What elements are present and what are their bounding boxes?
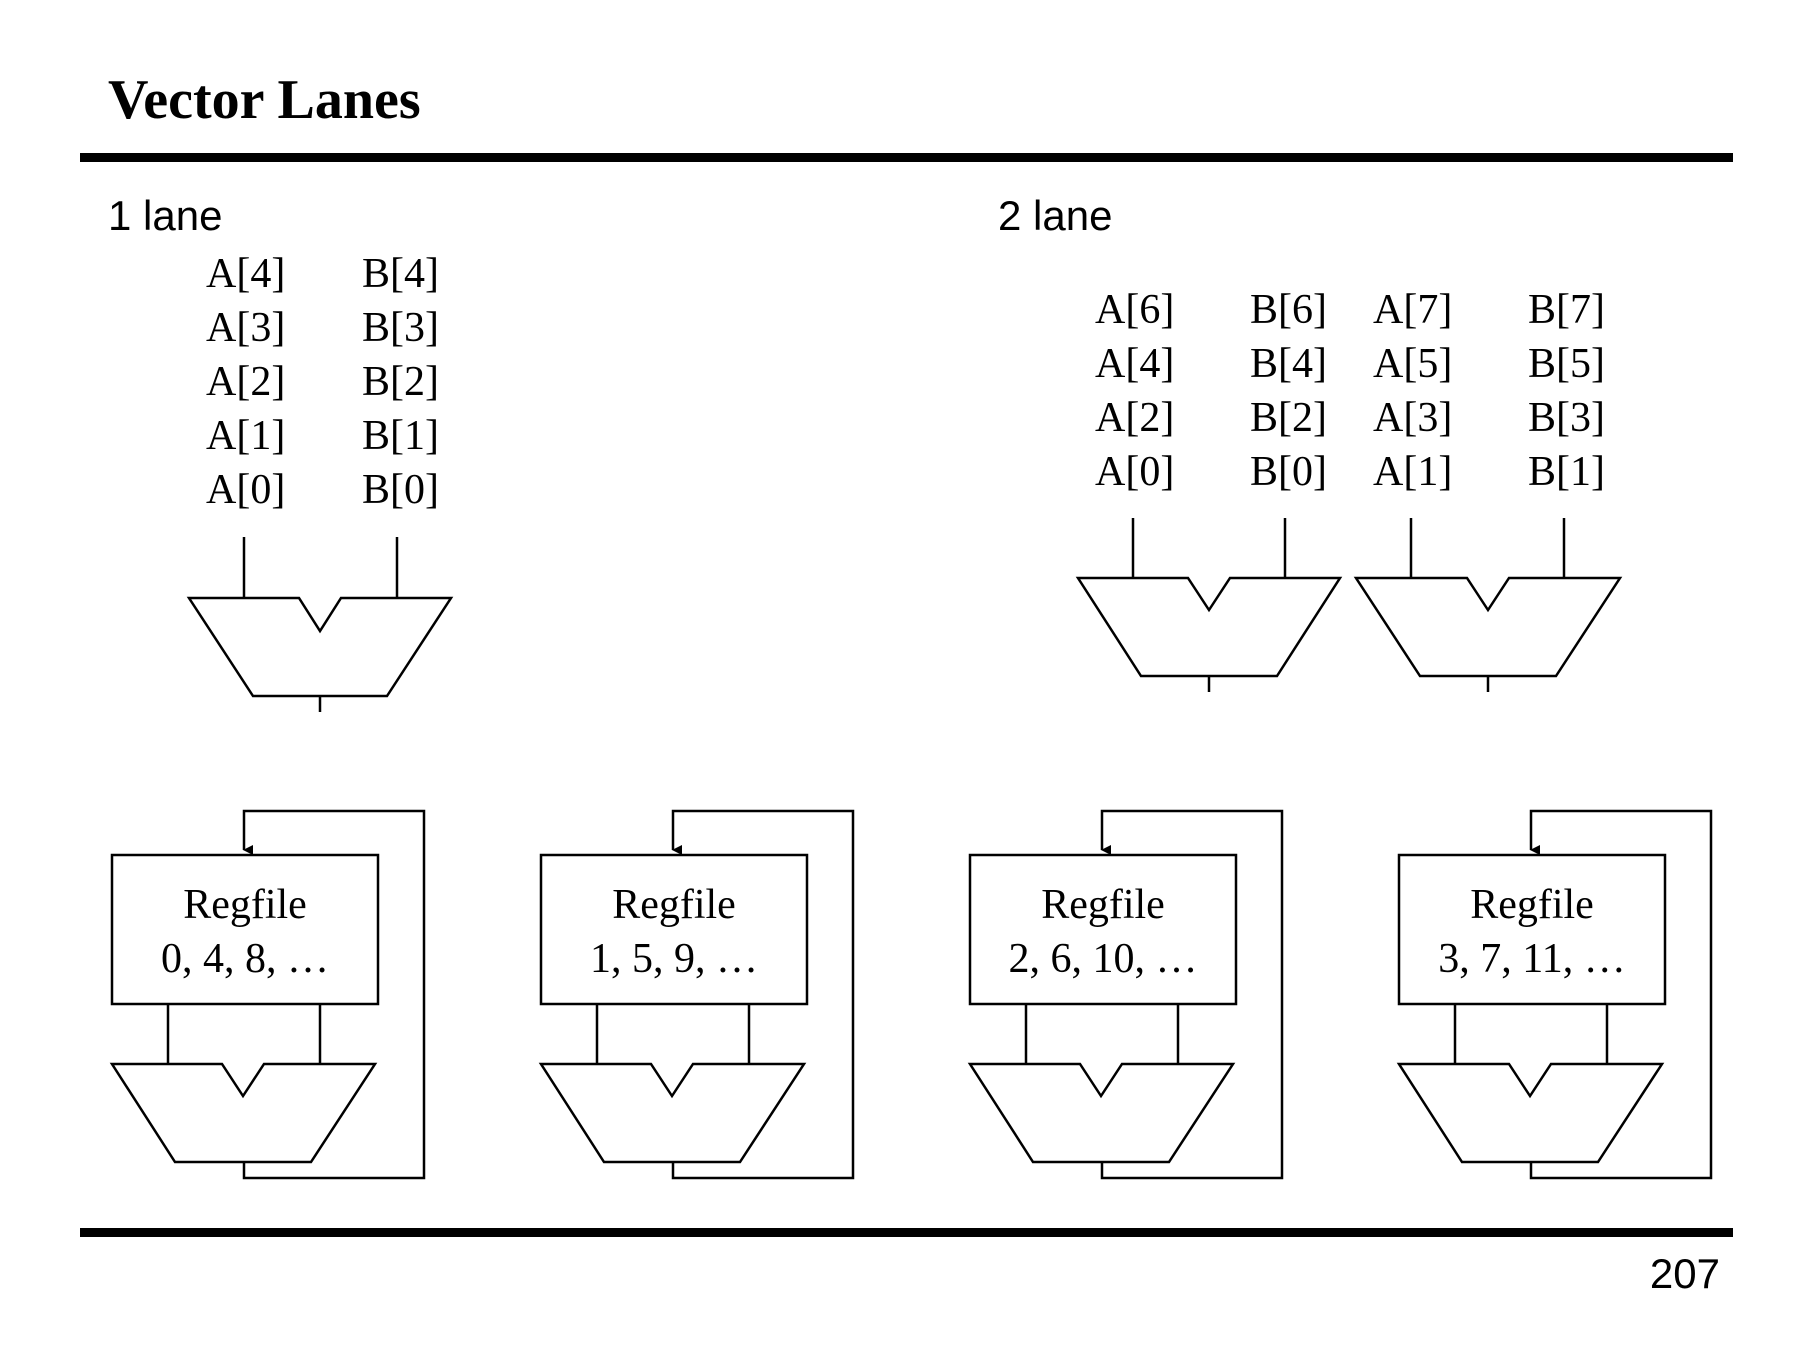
two-lane-lane0-b-0: B[6] (1250, 287, 1327, 333)
slide-title: Vector Lanes (108, 69, 421, 131)
regfile-0-box (110, 853, 380, 1006)
regfile-2-writeback-wire (1100, 809, 1284, 1180)
one-lane-a-0: A[4] (206, 251, 285, 297)
two-lane-lane0-a-2: A[2] (1095, 395, 1174, 441)
two-lane-lane0-b-1: B[4] (1250, 341, 1327, 387)
one-lane-a-2: A[2] (206, 359, 285, 405)
regfile-1-box (539, 853, 809, 1006)
one-lane-label: 1 lane (108, 192, 222, 239)
one-lane-b-3: B[1] (362, 413, 439, 459)
regfile-0-alu (109, 1062, 378, 1164)
one-lane-b-4: B[0] (362, 467, 439, 513)
two-lane-lane1-a-3: A[1] (1373, 449, 1452, 495)
top-rule (80, 153, 1733, 162)
regfile-0-title: Regfile (183, 882, 307, 928)
regfile-0-elements: 0, 4, 8, … (161, 936, 329, 982)
regfile-0-writeback-wire (242, 809, 426, 1180)
one-lane-b-column: B[4] B[3] B[2] B[1] B[0] (362, 251, 439, 513)
two-lane-lane0-b-2: B[2] (1250, 395, 1327, 441)
regfile-1-alu (538, 1062, 807, 1164)
page-number: 207 (1650, 1250, 1720, 1297)
regfile-lane-1: Regfile 1, 5, 9, … (538, 809, 855, 1180)
two-lane-lane0-b-column: B[6] B[4] B[2] B[0] (1250, 287, 1327, 495)
two-lane-lane1-b-1: B[5] (1528, 341, 1605, 387)
regfile-2-elements: 2, 6, 10, … (1009, 936, 1198, 982)
two-lane-label: 2 lane (998, 192, 1112, 239)
regfile-3-writeback-wire (1529, 809, 1713, 1180)
regfile-1-writeback-wire (671, 809, 855, 1180)
two-lane-lane0-alu (1075, 576, 1343, 678)
one-lane-b-0: B[4] (362, 251, 439, 297)
regfile-2-title: Regfile (1041, 882, 1165, 928)
bottom-rule (80, 1228, 1733, 1237)
two-lane-lane1-a-column: A[7] A[5] A[3] A[1] (1373, 287, 1452, 495)
two-lane-lane0-a-3: A[0] (1095, 449, 1174, 495)
regfile-3-title: Regfile (1470, 882, 1594, 928)
two-lane-lane1-b-0: B[7] (1528, 287, 1605, 333)
regfile-3-elements: 3, 7, 11, … (1438, 936, 1625, 982)
one-lane-a-4: A[0] (206, 467, 285, 513)
regfile-2-box (968, 853, 1238, 1006)
one-lane-alu (186, 596, 454, 698)
two-lane-lane0-a-column: A[6] A[4] A[2] A[0] (1095, 287, 1174, 495)
two-lane-lane1-alu (1353, 576, 1623, 678)
two-lane-lane1-b-column: B[7] B[5] B[3] B[1] (1528, 287, 1605, 495)
regfile-3-box (1397, 853, 1667, 1006)
regfile-lane-3: Regfile 3, 7, 11, … (1396, 809, 1713, 1180)
two-lane-lane1-b-2: B[3] (1528, 395, 1605, 441)
one-lane-b-2: B[2] (362, 359, 439, 405)
regfile-1-title: Regfile (612, 882, 736, 928)
two-lane-lane0-a-0: A[6] (1095, 287, 1174, 333)
two-lane-lane0-b-3: B[0] (1250, 449, 1327, 495)
two-lane-lane1-a-1: A[5] (1373, 341, 1452, 387)
regfile-lane-2: Regfile 2, 6, 10, … (967, 809, 1284, 1180)
two-lane-lane1-b-3: B[1] (1528, 449, 1605, 495)
regfile-lane-0: Regfile 0, 4, 8, … (109, 809, 426, 1180)
two-lane-lane1-a-0: A[7] (1373, 287, 1452, 333)
one-lane-a-3: A[1] (206, 413, 285, 459)
regfile-2-alu (967, 1062, 1236, 1164)
one-lane-b-1: B[3] (362, 305, 439, 351)
two-lane-lane0-a-1: A[4] (1095, 341, 1174, 387)
one-lane-a-1: A[3] (206, 305, 285, 351)
two-lane-lane1-a-2: A[3] (1373, 395, 1452, 441)
regfile-3-alu (1396, 1062, 1665, 1164)
one-lane-a-column: A[4] A[3] A[2] A[1] A[0] (206, 251, 285, 513)
regfile-1-elements: 1, 5, 9, … (590, 936, 758, 982)
